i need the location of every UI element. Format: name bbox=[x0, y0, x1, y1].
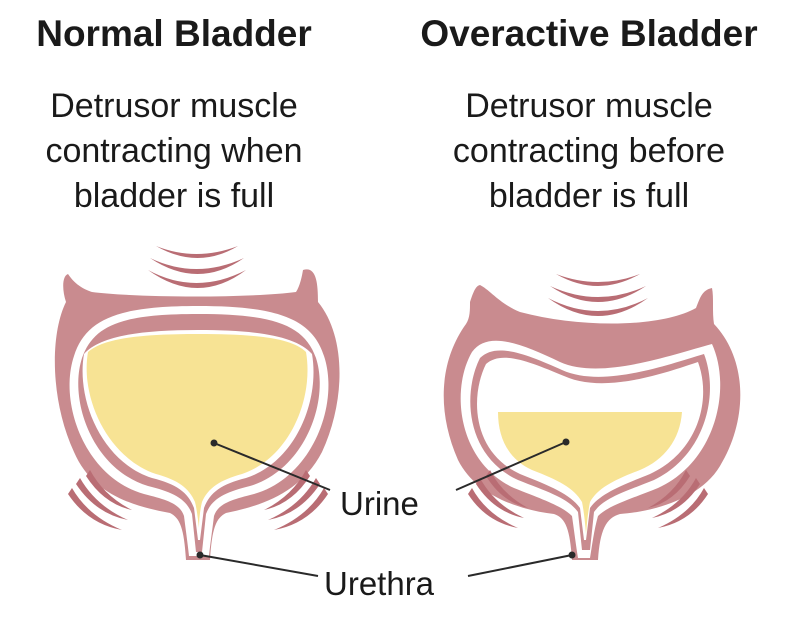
normal-bladder-title: Normal Bladder bbox=[36, 13, 312, 54]
description-line: bladder is full bbox=[488, 177, 690, 215]
description-line: contracting when bbox=[45, 132, 303, 170]
overactive-bladder-urine bbox=[498, 412, 682, 534]
normal-bladder-description: Detrusor muscle contracting when bladder… bbox=[0, 84, 348, 219]
description-line: bladder is full bbox=[73, 177, 275, 215]
description-line: Detrusor muscle bbox=[465, 87, 713, 125]
urethra-leader-right bbox=[467, 554, 573, 577]
urine-leader-left bbox=[213, 442, 331, 491]
normal-bladder-urine bbox=[86, 334, 308, 528]
description-line: contracting before bbox=[452, 132, 726, 170]
normal-bladder bbox=[54, 246, 340, 560]
overactive-bladder-description: Detrusor muscle contracting before bladd… bbox=[400, 84, 778, 219]
leader-lines bbox=[199, 441, 573, 577]
urethra-leader-left bbox=[199, 554, 319, 577]
overactive-right-contraction-marks bbox=[648, 470, 708, 528]
normal-left-contraction-marks bbox=[68, 470, 132, 530]
normal-top-contraction-marks bbox=[148, 246, 246, 288]
urine-leader-right bbox=[455, 441, 567, 491]
urethra-label: Urethra bbox=[324, 565, 435, 602]
overactive-top-contraction-marks bbox=[548, 274, 648, 316]
urine-label: Urine bbox=[340, 485, 419, 522]
normal-right-contraction-marks bbox=[264, 470, 328, 530]
overactive-bladder-title: Overactive Bladder bbox=[420, 13, 758, 54]
overactive-left-contraction-marks bbox=[468, 470, 528, 528]
overactive-bladder bbox=[443, 274, 741, 560]
description-line: Detrusor muscle bbox=[50, 87, 298, 125]
